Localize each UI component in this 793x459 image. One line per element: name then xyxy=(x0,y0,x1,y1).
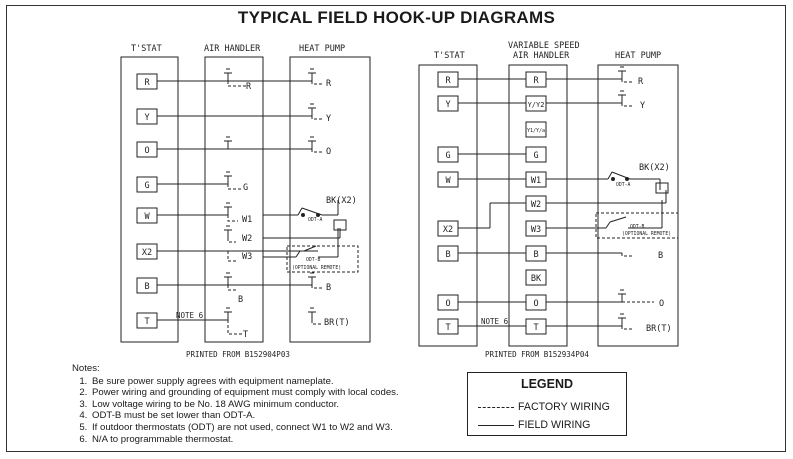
left-ah-label: R xyxy=(246,82,252,92)
right-ah-label: Y1/Y/a xyxy=(527,128,545,134)
right-ah-label: O xyxy=(533,299,538,309)
right-ah-label: B xyxy=(533,250,538,260)
dashed-line-icon xyxy=(478,406,514,408)
left-term-label: Y xyxy=(144,113,149,123)
right-header-ah2: AIR HANDLER xyxy=(513,51,570,61)
notes-list: Be sure power supply agrees with equipme… xyxy=(72,376,399,446)
left-term-label: O xyxy=(144,146,149,156)
right-optional: (OPTIONAL REMOTE) xyxy=(622,231,671,237)
left-header-hp: HEAT PUMP xyxy=(299,44,345,54)
right-term-label: X2 xyxy=(443,225,453,235)
right-hp-label: R xyxy=(638,77,644,87)
right-hp-label: BR(T) xyxy=(646,324,672,334)
left-hp-label: Y xyxy=(326,114,331,124)
left-bk-label: BK(X2) xyxy=(326,196,357,206)
right-header-ah1: VARIABLE SPEED xyxy=(508,41,580,51)
right-term-label: O xyxy=(445,299,450,309)
left-ah-label: B xyxy=(238,295,243,305)
left-header-ah: AIR HANDLER xyxy=(204,44,261,54)
right-header-tstat: T'STAT xyxy=(434,51,465,61)
right-printed: PRINTED FROM B152934P04 xyxy=(485,350,589,359)
left-ah-label: W1 xyxy=(242,215,252,225)
left-hp-label: O xyxy=(326,147,331,157)
legend-box: LEGEND FACTORY WIRING FIELD WIRING xyxy=(467,372,627,436)
right-ah-label: R xyxy=(533,76,539,86)
right-ah-label: T xyxy=(533,323,538,333)
legend-factory-label: FACTORY WIRING xyxy=(518,401,610,413)
left-ah-label: G xyxy=(243,183,248,193)
left-term-label: B xyxy=(144,282,149,292)
right-ah-label: W2 xyxy=(531,200,541,210)
left-term-label: X2 xyxy=(142,248,152,258)
right-hp-box xyxy=(597,64,679,347)
right-note6: NOTE 6 xyxy=(481,317,509,326)
left-tstat-box xyxy=(120,56,179,343)
left-ah-label: W3 xyxy=(242,252,252,262)
right-hp-label: O xyxy=(659,299,664,309)
right-term-label: W xyxy=(445,176,451,186)
right-odt-b: ODT-B xyxy=(630,224,645,230)
solid-line-icon xyxy=(478,424,514,426)
right-term-label: B xyxy=(445,250,450,260)
right-ah-label: BK xyxy=(531,274,542,284)
right-ah-label: G xyxy=(533,151,538,161)
right-term-label: G xyxy=(445,151,450,161)
note-item: Be sure power supply agrees with equipme… xyxy=(90,376,399,388)
notes-header: Notes: xyxy=(72,363,100,374)
left-ah-label: W2 xyxy=(242,234,252,244)
left-optional: (OPTIONAL REMOTE) xyxy=(292,265,341,271)
left-odt-b: ODT-B xyxy=(306,257,321,263)
left-ah-box xyxy=(204,56,264,343)
note-item: Low voltage wiring to be No. 18 AWG mini… xyxy=(90,399,399,411)
right-term-label: R xyxy=(445,76,451,86)
right-ah-box xyxy=(508,64,568,347)
left-hp-label: R xyxy=(326,79,332,89)
note-item: ODT-B must be set lower than ODT-A. xyxy=(90,410,399,422)
right-hp-label: Y xyxy=(640,101,645,111)
right-term-label: T xyxy=(445,323,450,333)
left-term-label: R xyxy=(144,78,150,88)
left-hp-label: B xyxy=(326,283,331,293)
left-ah-label: T xyxy=(243,330,248,340)
left-header-tstat: T'STAT xyxy=(131,44,162,54)
left-term-label: T xyxy=(144,317,149,327)
legend-field-label: FIELD WIRING xyxy=(518,419,591,431)
right-header-hp: HEAT PUMP xyxy=(615,51,661,61)
diagram-frame xyxy=(6,5,786,452)
left-odt-a: ODT-A xyxy=(308,217,323,223)
left-note6: NOTE 6 xyxy=(176,311,204,320)
left-term-label: G xyxy=(144,181,149,191)
left-hp-box xyxy=(289,56,371,343)
page-title: TYPICAL FIELD HOOK-UP DIAGRAMS xyxy=(237,8,556,27)
notes-section: Notes: Be sure power supply agrees with … xyxy=(72,363,399,445)
right-hp-label: B xyxy=(658,251,663,261)
left-term-label: W xyxy=(144,212,150,222)
right-bk-label: BK(X2) xyxy=(639,163,670,173)
note-item: If outdoor thermostats (ODT) are not use… xyxy=(90,422,399,434)
right-ah-label: W3 xyxy=(531,225,541,235)
note-item: N/A to programmable thermostat. xyxy=(90,434,399,446)
left-hp-label: BR(T) xyxy=(324,318,350,328)
legend-field-row: FIELD WIRING xyxy=(478,419,590,431)
note-item: Power wiring and grounding of equipment … xyxy=(90,387,399,399)
right-odt-a: ODT-A xyxy=(616,182,631,188)
right-tstat-box xyxy=(418,64,478,347)
right-ah-y1 xyxy=(525,121,547,138)
left-printed: PRINTED FROM B152904P03 xyxy=(186,350,290,359)
right-ah-bk xyxy=(525,269,547,286)
legend-title: LEGEND xyxy=(520,377,574,391)
legend-factory-row: FACTORY WIRING xyxy=(478,401,610,413)
right-ah-label: Y/Y2 xyxy=(528,101,545,109)
right-term-label: Y xyxy=(445,100,450,110)
right-ah-label: W1 xyxy=(531,176,541,186)
